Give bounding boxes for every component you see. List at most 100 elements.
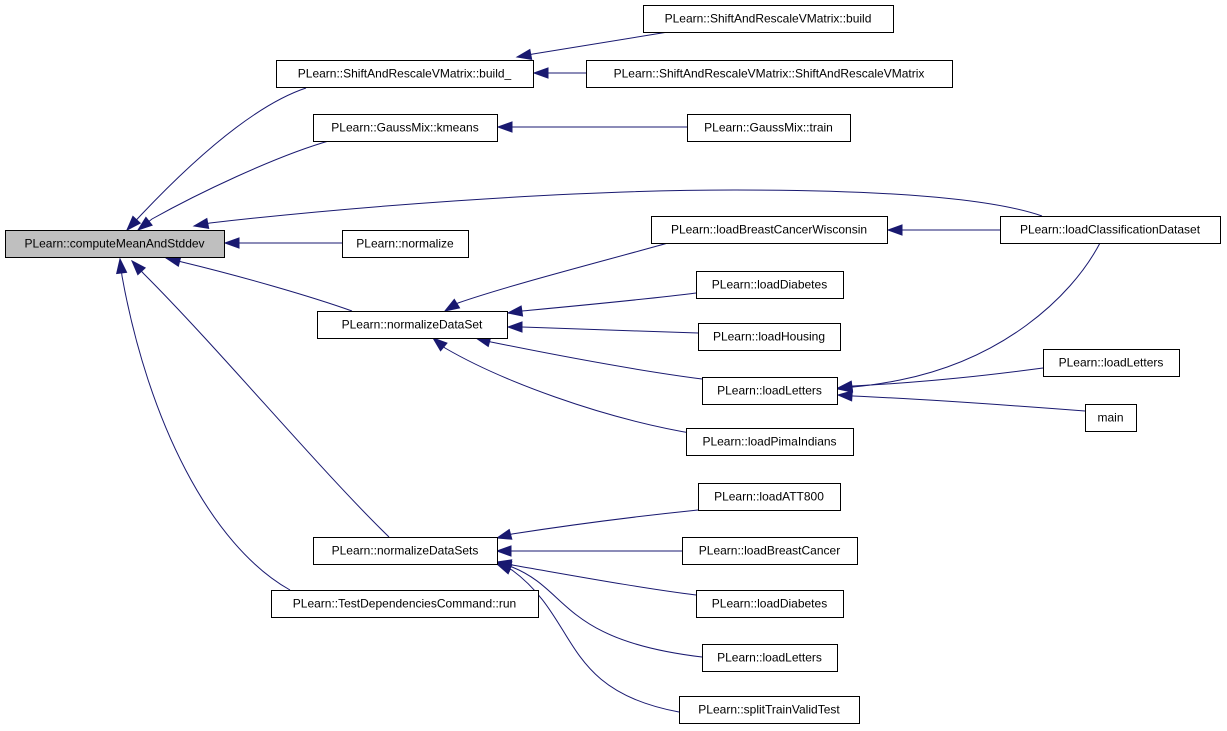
node-label: PLearn::GaussMix::train [704,121,833,135]
arrowhead-icon [886,224,903,236]
node-box [313,114,498,142]
arrowhead-icon [495,528,513,540]
function-node-sarv_ctor[interactable]: PLearn::ShiftAndRescaleVMatrix::ShiftAnd… [586,60,953,88]
node-label: PLearn::loadBreastCancer [699,544,840,558]
function-node-gm_train[interactable]: PLearn::GaussMix::train [687,114,851,142]
node-box [1085,404,1137,432]
node-box [686,428,854,456]
node-box [276,60,534,88]
function-node-normalizeDataSets[interactable]: PLearn::normalizeDataSets [313,537,498,565]
node-box [313,537,498,565]
arrowhead-icon [836,390,853,402]
arrowhead-icon [443,298,461,312]
node-box [342,230,469,258]
arrowhead-icon [495,545,512,557]
function-node-latt[interactable]: PLearn::loadATT800 [698,483,841,511]
arrowhead-icon [223,237,240,249]
node-box [651,216,888,244]
function-node-lbc[interactable]: PLearn::loadBreastCancer [682,537,858,565]
node-box [696,271,844,299]
call-edge-gm_train-to-gm_kmeans [496,121,687,133]
node-label: PLearn::ShiftAndRescaleVMatrix::build [665,12,872,26]
call-edge-lcd-to-lbcw [886,224,1000,236]
call-edge-lletters1-to-normalizeDataSet [474,336,703,380]
node-box [702,644,838,672]
arrowhead-icon [130,259,147,276]
call-edge-normalizeDataSet-to-computeMeanAndStddev [164,255,353,312]
node-label: PLearn::loadLetters [1059,356,1164,370]
arrowhead-icon [515,48,533,60]
node-label: PLearn::loadPimaIndians [702,435,836,449]
call-edge-sarv_build_-to-computeMeanAndStddev [125,87,307,232]
function-node-sarv_build[interactable]: PLearn::ShiftAndRescaleVMatrix::build [643,5,894,33]
node-label: PLearn::loadLetters [717,651,822,665]
function-node-sarv_build_[interactable]: PLearn::ShiftAndRescaleVMatrix::build_ [276,60,534,88]
function-node-normalize[interactable]: PLearn::normalize [342,230,469,258]
call-edge-gm_kmeans-to-computeMeanAndStddev [136,139,333,231]
function-node-lhousing[interactable]: PLearn::loadHousing [698,323,841,351]
node-label: PLearn::loadBreastCancerWisconsin [671,223,867,237]
call-edge-tdc_run-to-computeMeanAndStddev [116,257,291,591]
node-box [698,483,841,511]
function-node-main[interactable]: main [1085,404,1137,432]
node-label: PLearn::normalizeDataSet [342,318,483,332]
node-label: PLearn::ShiftAndRescaleVMatrix::build_ [298,67,512,81]
node-box [687,114,851,142]
call-edge-lletters_far-to-lletters1 [836,367,1044,392]
node-label: PLearn::loadHousing [713,330,825,344]
call-edge-sarv_build-to-sarv_build_ [515,31,669,60]
call-edge-lcd-to-computeMeanAndStddev [192,189,1043,229]
arrowhead-icon [495,563,513,575]
node-box [5,230,225,258]
function-node-gm_kmeans[interactable]: PLearn::GaussMix::kmeans [313,114,498,142]
node-box [1000,216,1221,244]
arrowhead-icon [136,216,153,231]
function-node-ldiab2[interactable]: PLearn::loadDiabetes [696,590,844,618]
function-node-ldiab1[interactable]: PLearn::loadDiabetes [696,271,844,299]
call-edge-ldiab2-to-normalizeDataSets [495,559,697,596]
function-node-lcd[interactable]: PLearn::loadClassificationDataset [1000,216,1221,244]
node-label: PLearn::normalize [356,237,454,251]
function-node-normalizeDataSet[interactable]: PLearn::normalizeDataSet [317,311,508,339]
node-box [698,323,841,351]
arrowhead-icon [506,321,523,333]
function-node-tdc_run[interactable]: PLearn::TestDependenciesCommand::run [271,590,539,618]
node-box [702,377,838,405]
call-edge-main-to-lletters1 [836,390,1086,412]
node-box [682,537,858,565]
call-edge-latt-to-normalizeDataSets [495,509,699,540]
node-label: PLearn::loadDiabetes [712,597,827,611]
function-node-lpima[interactable]: PLearn::loadPimaIndians [686,428,854,456]
call-edge-ldiab1-to-normalizeDataSet [506,292,697,317]
function-node-lletters_far[interactable]: PLearn::loadLetters [1043,349,1180,377]
function-node-computeMeanAndStddev[interactable]: PLearn::computeMeanAndStddev [5,230,225,258]
node-box [696,590,844,618]
call-edge-splitTVT-to-normalizeDataSets [495,563,680,713]
node-box [271,590,539,618]
function-node-lbcw[interactable]: PLearn::loadBreastCancerWisconsin [651,216,888,244]
node-box [643,5,894,33]
node-label: main [1097,411,1123,425]
node-box [317,311,508,339]
node-label: PLearn::loadClassificationDataset [1020,223,1201,237]
node-box [586,60,953,88]
node-label: PLearn::TestDependenciesCommand::run [293,597,516,611]
node-label: PLearn::loadLetters [717,384,822,398]
call-edge-lhousing-to-normalizeDataSet [506,321,699,334]
function-node-lletters2[interactable]: PLearn::loadLetters [702,644,838,672]
arrowhead-icon [125,215,142,232]
node-box [1043,349,1180,377]
node-label: PLearn::normalizeDataSets [332,544,479,558]
node-label: PLearn::computeMeanAndStddev [24,237,204,251]
node-label: PLearn::ShiftAndRescaleVMatrix::ShiftAnd… [614,67,925,81]
node-label: PLearn::GaussMix::kmeans [331,121,478,135]
arrowhead-icon [506,305,524,317]
node-label: PLearn::loadDiabetes [712,278,827,292]
call-edge-normalize-to-computeMeanAndStddev [223,237,342,249]
call-edge-normalizeDataSets-to-computeMeanAndStddev [130,259,390,538]
function-node-splitTVT[interactable]: PLearn::splitTrainValidTest [679,696,860,724]
call-edge-sarv_ctor-to-sarv_build_ [532,67,586,79]
function-node-lletters1[interactable]: PLearn::loadLetters [702,377,838,405]
node-box [679,696,860,724]
